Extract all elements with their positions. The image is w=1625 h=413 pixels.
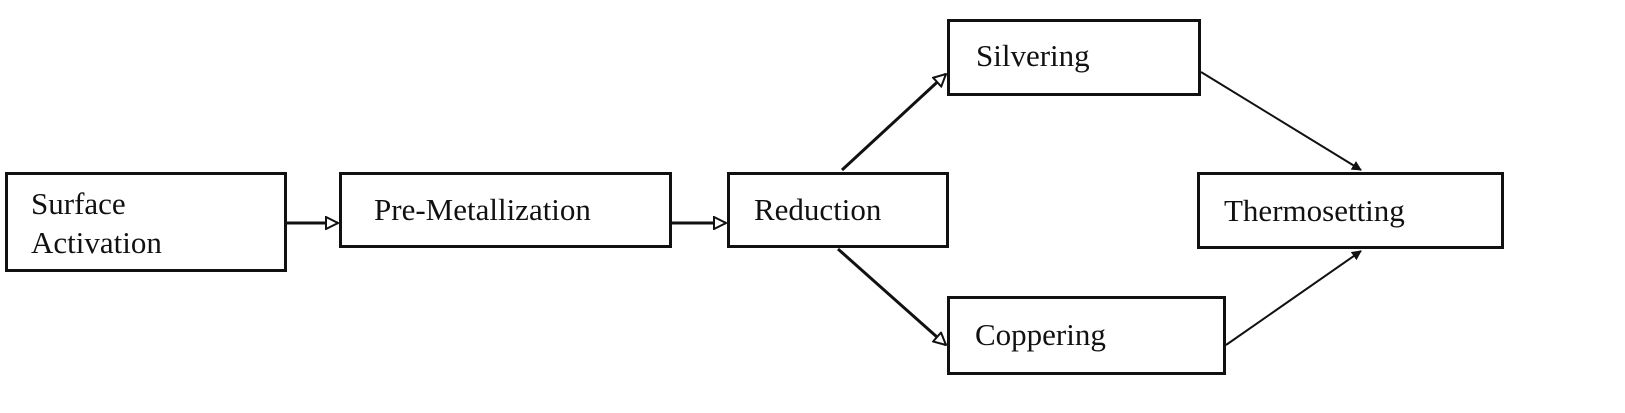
node-thermosetting: Thermosetting — [1197, 172, 1504, 249]
node-surface-activation-label-line1: Surface — [31, 186, 126, 221]
node-surface-activation: Surface Activation — [5, 172, 287, 272]
node-thermosetting-label: Thermosetting — [1224, 193, 1405, 228]
node-reduction-label: Reduction — [754, 192, 882, 227]
node-pre-metallization: Pre-Metallization — [339, 172, 672, 248]
node-pre-metallization-label: Pre-Metallization — [374, 192, 591, 227]
node-surface-activation-label-line2: Activation — [31, 225, 162, 260]
node-silvering-label: Silvering — [976, 38, 1090, 73]
arrow-silvering-to-thermosetting — [1200, 71, 1362, 171]
node-coppering-label: Coppering — [975, 317, 1106, 352]
arrow-reduction-to-coppering — [837, 247, 946, 345]
node-reduction: Reduction — [727, 172, 949, 248]
node-coppering: Coppering — [947, 296, 1226, 375]
arrow-coppering-to-thermosetting — [1225, 250, 1362, 346]
node-silvering: Silvering — [947, 19, 1201, 96]
arrow-reduction-to-silvering — [840, 74, 946, 172]
